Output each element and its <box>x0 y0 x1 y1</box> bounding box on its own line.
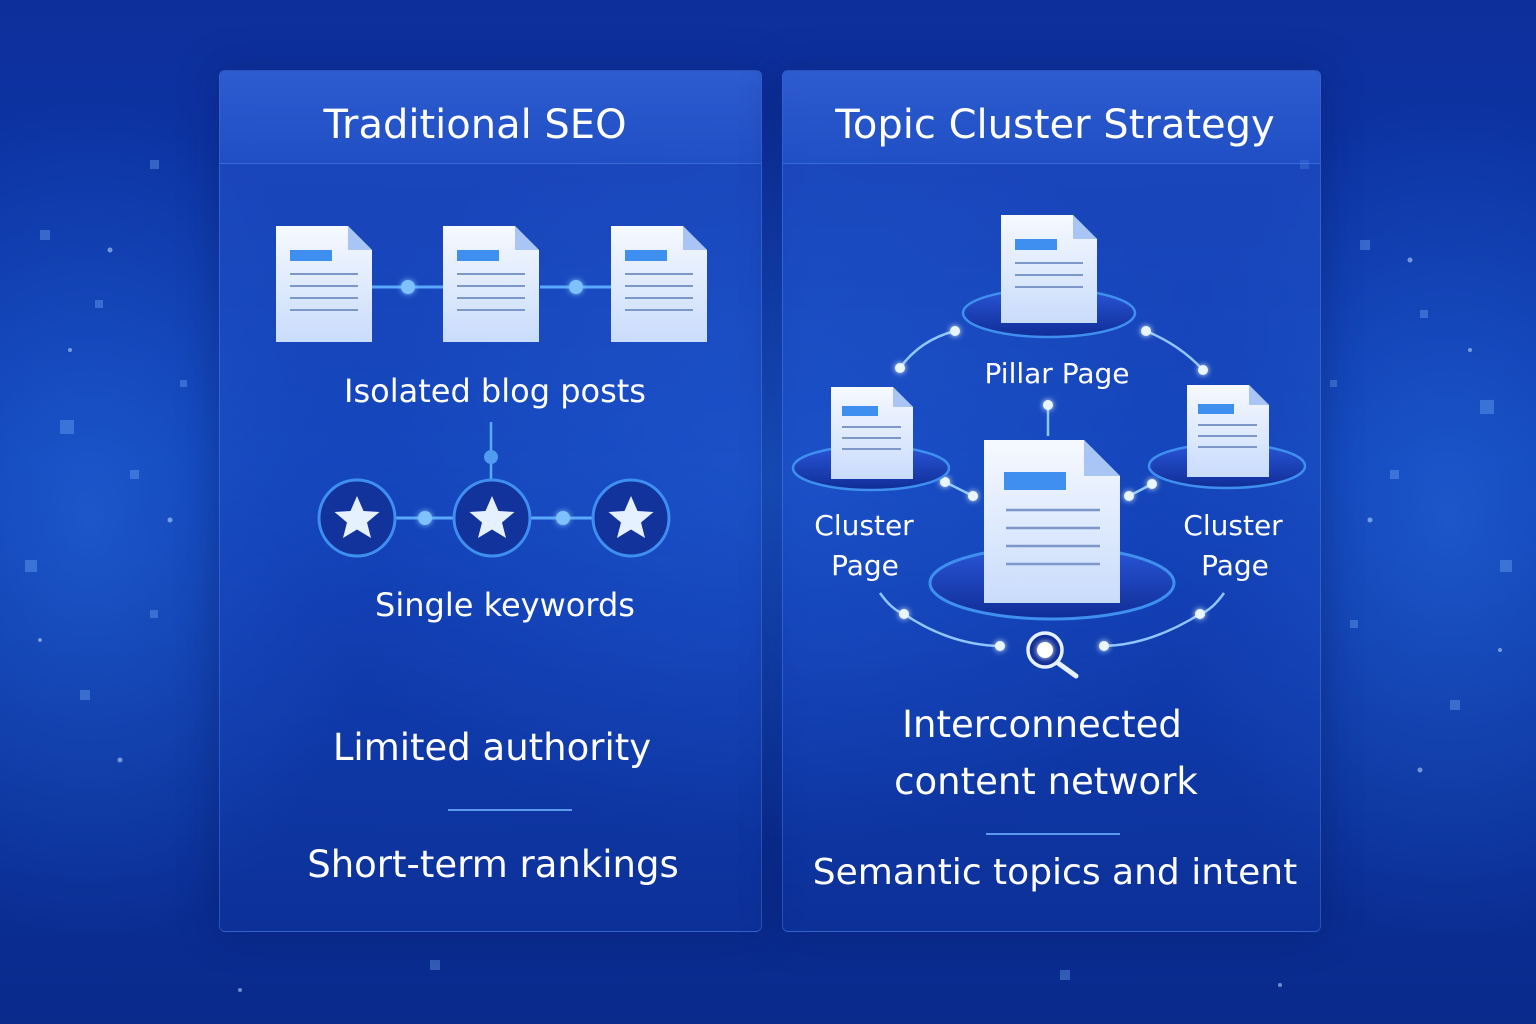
top-page-node <box>961 215 1137 339</box>
network-label-line1: Interconnected <box>902 703 1182 746</box>
semantic-topics-label: Semantic topics and intent <box>813 852 1297 893</box>
connector-node <box>418 511 432 525</box>
connector-node <box>556 511 570 525</box>
document-icon <box>443 226 539 342</box>
connector-node <box>895 363 905 373</box>
connector-node <box>899 609 909 619</box>
connector-node <box>1195 609 1205 619</box>
connector-node <box>1141 326 1151 336</box>
document-icon <box>984 440 1120 603</box>
topic-cluster-header <box>783 71 1320 164</box>
connector-node <box>1147 479 1157 489</box>
star-icon <box>452 478 532 558</box>
short-term-rankings-label: Short-term rankings <box>307 843 679 886</box>
document-icon <box>611 226 707 342</box>
connector-node <box>1099 641 1109 651</box>
cluster-page-left-node <box>791 387 951 492</box>
topic-cluster-panel <box>782 70 1321 932</box>
network-label-line2: content network <box>894 760 1198 803</box>
central-page-node <box>928 440 1176 621</box>
topic-cluster-title: Topic Cluster Strategy <box>834 102 1274 148</box>
connector-node <box>995 641 1005 651</box>
document-icon <box>831 387 913 479</box>
limited-authority-label: Limited authority <box>333 726 651 769</box>
star-icon <box>317 478 397 558</box>
star-icon <box>591 478 671 558</box>
cluster-page-right-node <box>1147 385 1307 490</box>
connector-node <box>968 491 978 501</box>
isolated-blog-posts-label: Isolated blog posts <box>344 372 646 410</box>
connector-node <box>1043 400 1053 410</box>
connector-node <box>950 326 960 336</box>
connector-node <box>401 280 415 294</box>
search-icon <box>1026 631 1079 679</box>
document-icon <box>1187 385 1269 477</box>
traditional-seo-title: Traditional SEO <box>322 102 626 148</box>
traditional-seo-header <box>220 71 761 164</box>
document-icon <box>1001 215 1097 323</box>
cluster-page-right-label-line2: Page <box>1201 549 1269 582</box>
cluster-page-left-label-line1: Cluster <box>814 509 914 542</box>
document-icon <box>276 226 372 342</box>
pillar-page-label: Pillar Page <box>985 357 1130 390</box>
single-keywords-label: Single keywords <box>375 586 635 624</box>
connector-node <box>484 450 498 464</box>
cluster-page-left-label-line2: Page <box>831 549 899 582</box>
connector-node <box>940 477 950 487</box>
cluster-page-right-label-line1: Cluster <box>1183 509 1283 542</box>
connector-node <box>569 280 583 294</box>
connector-node <box>1198 365 1208 375</box>
connector-node <box>1124 491 1134 501</box>
